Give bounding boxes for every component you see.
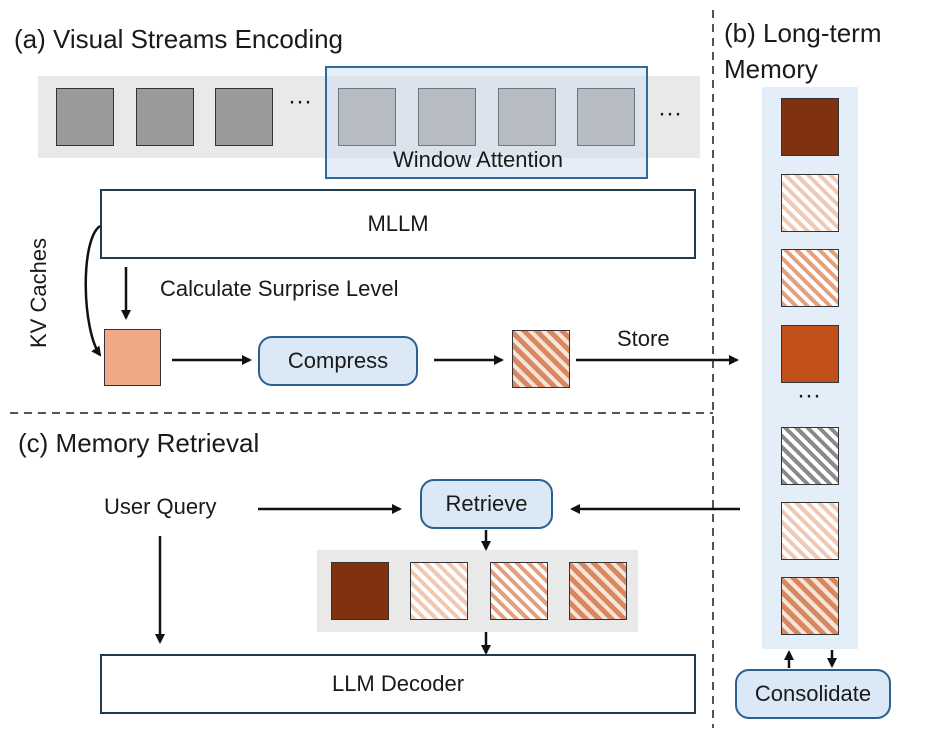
memory-ellipsis: ··· (797, 382, 821, 409)
surprise-token (104, 329, 161, 386)
compressed-token (512, 330, 570, 388)
memory-slot (781, 98, 839, 156)
retrieved-token (490, 562, 548, 620)
frame-thumbnail (338, 88, 396, 146)
frame-thumbnail (56, 88, 114, 146)
frames-ellipsis: ··· (658, 100, 682, 127)
section-b-title-line1: (b) Long-term (724, 18, 882, 48)
section-b-title-line2: Memory (724, 54, 818, 84)
frame-thumbnail (215, 88, 273, 146)
memory-slot (781, 577, 839, 635)
section-c-title: (c) Memory Retrieval (18, 428, 260, 458)
retrieved-token (569, 562, 627, 620)
memory-slot (781, 249, 839, 307)
user-query-label: User Query (104, 494, 217, 519)
surprise-label: Calculate Surprise Level (160, 276, 399, 301)
compress-pill: Compress (258, 336, 418, 386)
retrieved-token (410, 562, 468, 620)
frame-thumbnail (498, 88, 556, 146)
section-a-title: (a) Visual Streams Encoding (14, 24, 344, 54)
consolidate-pill: Consolidate (735, 669, 891, 719)
memory-slot (781, 174, 839, 232)
window-attention-label: Window Attention (393, 147, 563, 172)
kv-caches-arrow (84, 224, 102, 357)
retrieve-pill: Retrieve (420, 479, 553, 529)
memory-slot (781, 502, 839, 560)
frame-thumbnail (136, 88, 194, 146)
store-label: Store (617, 326, 670, 351)
memory-slot (781, 427, 839, 485)
memory-slot (781, 325, 839, 383)
mllm-box: MLLM (100, 189, 696, 259)
frame-thumbnail (577, 88, 635, 146)
frame-thumbnail (418, 88, 476, 146)
retrieved-token (331, 562, 389, 620)
llm-decoder-box: LLM Decoder (100, 654, 696, 714)
frames-ellipsis: ··· (288, 88, 312, 115)
